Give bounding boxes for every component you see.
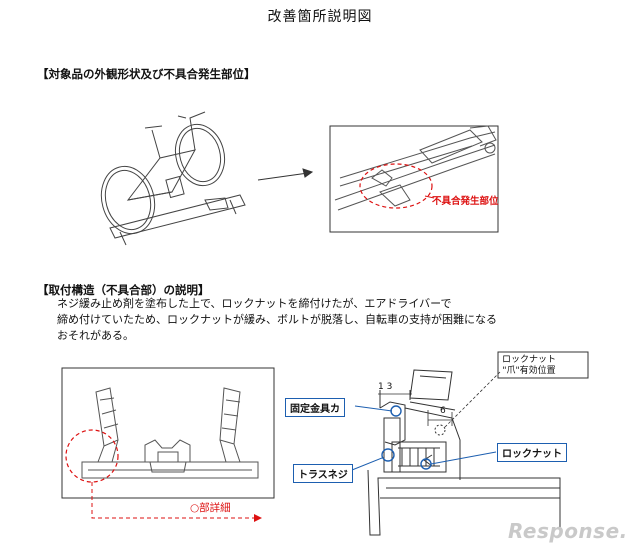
detail-circle — [65, 429, 119, 483]
lock-nut-claw-callout: ロックナット "爪"有効位置 — [502, 355, 556, 377]
cross-section-drawing — [367, 369, 561, 536]
zoom-frame — [329, 125, 499, 233]
lock-nut-label: ロックナット — [497, 443, 567, 462]
truss-screw-label: トラスネジ — [293, 464, 353, 483]
arrow-icon — [257, 168, 314, 181]
description-line: ネジ緩み止め剤を塗布した上で、ロックナットを締付けたが、エアドライバーで — [57, 297, 452, 310]
defect-label: 不具合発生部位 — [432, 196, 499, 207]
description-line: 締め付けていたため、ロックナットが緩み、ボルトが脱落し、自転車の支持が困難になる — [57, 313, 497, 326]
zoom-rack-drawing — [334, 125, 497, 211]
bracket-label: 固定金具カ — [285, 398, 345, 417]
page-title: 改善箇所説明図 — [267, 9, 373, 25]
dimension-6: 6 — [440, 406, 446, 416]
callout-box — [497, 351, 589, 379]
section-heading-structure: 【取付構造（不具合部）の説明】 — [37, 283, 210, 297]
bicycle-rack-drawing — [100, 111, 246, 246]
detail-frame — [61, 367, 275, 499]
dimension-13: 1 3 — [378, 382, 393, 392]
rack-front-drawing — [81, 387, 259, 479]
response-watermark: Response. — [508, 519, 628, 543]
callout-line1: ロックナット — [502, 355, 557, 365]
defect-highlight — [359, 163, 433, 209]
detail-label: ○部詳細 — [190, 502, 231, 514]
description-line: おそれがある。 — [57, 329, 134, 342]
section-heading-appearance: 【対象品の外観形状及び不具合発生部位】 — [37, 67, 256, 81]
callout-line2: "爪"有効位置 — [502, 366, 556, 376]
